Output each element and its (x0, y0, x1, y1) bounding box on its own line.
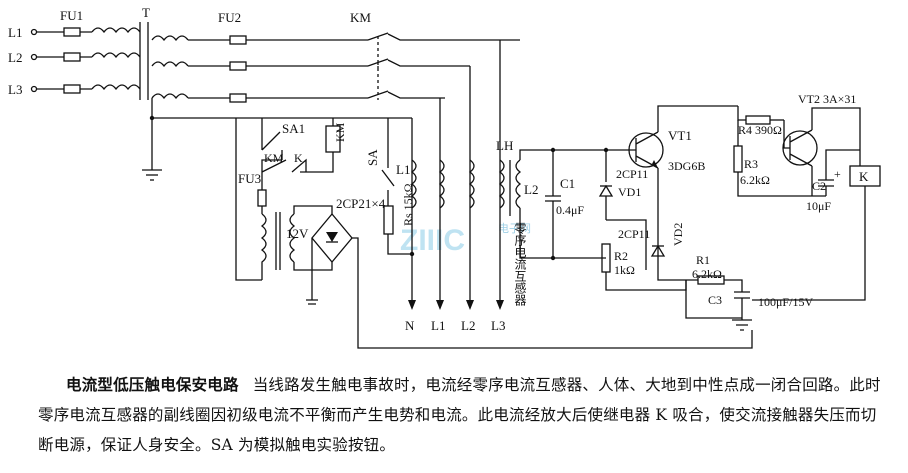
ct-label: 零序电流互感器 (513, 222, 527, 307)
r2-value: 1kΩ (614, 263, 635, 277)
c1-label: C1 (560, 176, 575, 191)
resistor-r3 (733, 145, 743, 173)
k-contact-label: K (294, 151, 303, 165)
km-contact-label: KM (350, 10, 371, 25)
bridge-label: 2CP21×4 (336, 196, 386, 211)
r1-label: R1 (696, 253, 710, 267)
relay-k-label: K (859, 169, 869, 184)
output-label-l3: L3 (491, 318, 505, 333)
fu1-label: FU1 (60, 8, 83, 23)
vd2-label: VD2 (671, 223, 685, 246)
c2-plus: + (834, 167, 841, 181)
vt2-label: VT2 3A×31 (798, 92, 856, 106)
l1-coil-label: L1 (396, 162, 410, 177)
main-bus: FU2 KM (149, 10, 520, 121)
r1-value: 6.2kΩ (692, 267, 722, 281)
vt2-transistor (782, 130, 818, 166)
output-label-l2: L2 (461, 318, 475, 333)
fuse-fu1: FU1 (60, 8, 83, 94)
fu3-label: FU3 (238, 171, 261, 186)
input-lines: L1 L2 L3 (8, 25, 92, 97)
input-label-l2: L2 (8, 50, 22, 65)
r3-label: R3 (744, 157, 758, 171)
vt1-type: 3DG6B (668, 159, 705, 173)
fuse-fu2-3 (229, 93, 247, 103)
caption: 电流型低压触电保安电路当线路发生触电事故时，电流经零序电流互感器、人体、大地到中… (38, 370, 886, 460)
input-label-l1: L1 (8, 25, 22, 40)
km-coil-label: KM (333, 122, 347, 142)
12v-label: 12V (286, 226, 309, 241)
output-label-n: N (405, 318, 415, 333)
vt1-label: VT1 (668, 128, 692, 143)
caption-title: 电流型低压触电保安电路 (66, 376, 239, 394)
test-button-sa: SA Rs 15kΩ L1 (365, 118, 415, 257)
output-label-l1: L1 (431, 318, 445, 333)
r2-label: R2 (614, 249, 628, 263)
c1-value: 0.4μF (556, 203, 584, 217)
rs-label: Rs 15kΩ (401, 183, 415, 226)
output-lines: N L1 L2 L3 (405, 40, 505, 333)
zero-sequence-ct: LH 零序电流互感器 L2 C1 0.4μF (496, 138, 606, 307)
fuse-fu2-2 (229, 61, 247, 71)
c2-label: C2 (812, 179, 826, 193)
caption-body: 当线路发生触电事故时，电流经零序电流互感器、人体、大地到中性点成一闭合回路。此时… (38, 376, 881, 454)
bridge-rectifier: 2CP21×4 (306, 196, 753, 349)
fuse-fu3 (257, 189, 267, 207)
fuse-fu2-1 (229, 35, 247, 45)
vd1-label: VD1 (618, 185, 641, 199)
input-label-l3: L3 (8, 82, 22, 97)
watermark-logo: ZIIIC (400, 224, 465, 257)
c2-value: 10μF (806, 199, 831, 213)
fu2-label: FU2 (218, 10, 241, 25)
km-contact-lower-label: KM (264, 151, 284, 165)
c3-value: 100μF/15V (758, 295, 813, 309)
control-circuit: SA1 KM KM K FU3 12V (235, 118, 347, 281)
resistor-rs (383, 205, 394, 235)
c3-label: C3 (708, 293, 722, 307)
sa-label: SA (365, 149, 380, 166)
r4-label: R4 390Ω (738, 123, 782, 137)
r3-value: 6.2kΩ (740, 173, 770, 187)
transformer-label: T (142, 5, 150, 20)
vd2-model: 2CP11 (618, 227, 650, 241)
l2-label: L2 (524, 182, 538, 197)
amplifier-stage: 2CP11 VD1 VT1 3DG6B R2 1kΩ 2CP11 VD2 R1 … (560, 105, 813, 331)
transformer-t: T (91, 5, 189, 181)
watermark: ZIIIC 电子网 (400, 222, 531, 257)
sa1-label: SA1 (282, 121, 305, 136)
lh-label: LH (496, 138, 513, 153)
relay-driver: R4 390Ω R3 6.2kΩ VT2 3A×31 + C2 10μF K (733, 92, 881, 301)
vd1-model: 2CP11 (616, 167, 648, 181)
circuit-schematic: ZIIIC 电子网 L1 L2 L3 FU1 T (8, 5, 881, 349)
watermark-sub: 电子网 (498, 222, 531, 235)
